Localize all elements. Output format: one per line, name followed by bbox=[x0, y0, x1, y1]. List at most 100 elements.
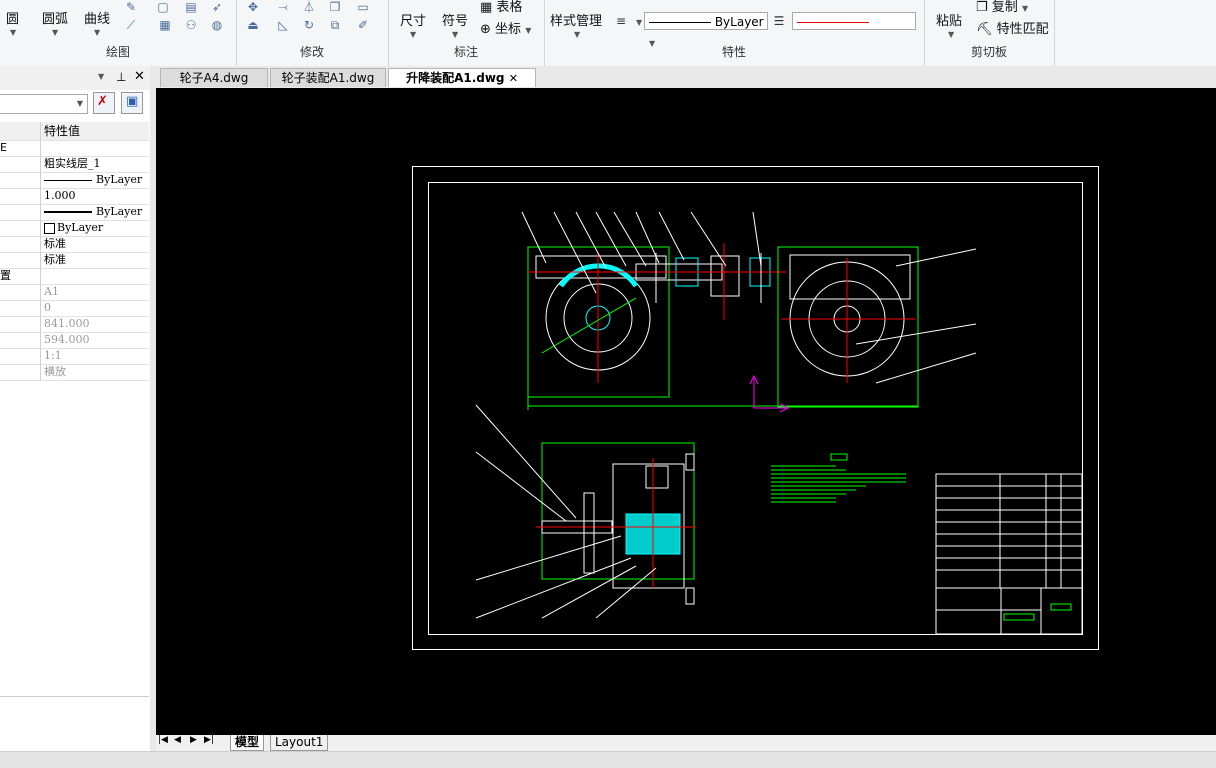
property-value-text: 标准 bbox=[44, 237, 66, 250]
arc-button[interactable]: 圆弧 bbox=[42, 12, 69, 27]
draw-group-label: 绘图 bbox=[105, 45, 130, 59]
dimension-button[interactable]: 尺寸 bbox=[400, 14, 427, 29]
property-value: 标准 bbox=[44, 252, 148, 268]
palette-menu-icon[interactable]: ▼ bbox=[98, 72, 105, 81]
property-row[interactable]: ByLayer bbox=[0, 172, 149, 189]
match-properties-button[interactable]: ⛏ 特性匹配 bbox=[976, 22, 1049, 37]
tab-close-icon[interactable]: ✕ bbox=[508, 72, 518, 85]
property-row[interactable]: ByLayer bbox=[0, 204, 149, 221]
property-row[interactable]: E bbox=[0, 140, 149, 157]
tab-shengjiang-zhuangpei-a1[interactable]: 升降装配A1.dwg ✕ bbox=[388, 68, 536, 87]
drawing-canvas[interactable] bbox=[156, 88, 1216, 735]
property-row[interactable]: 1:1 bbox=[0, 348, 149, 365]
symbol-dropdown-icon[interactable]: ▼ bbox=[452, 30, 459, 39]
tab-layout1[interactable]: Layout1 bbox=[270, 735, 329, 751]
circle-button[interactable]: 圆 bbox=[6, 12, 20, 27]
rectangle-icon[interactable]: ▢ bbox=[157, 0, 169, 14]
lineweight-icon[interactable]: ≡ bbox=[615, 14, 627, 28]
palette-close-icon[interactable]: ✕ bbox=[134, 69, 145, 84]
paste-dropdown-icon[interactable]: ▼ bbox=[948, 30, 955, 39]
arc-dropdown-icon[interactable]: ▼ bbox=[52, 28, 59, 37]
property-row[interactable]: 粗实线层_1 bbox=[0, 156, 149, 173]
color-icon[interactable]: ☰ bbox=[773, 14, 785, 28]
last-layout-icon[interactable]: ▶| bbox=[204, 735, 214, 745]
property-value-text: 841.000 bbox=[44, 317, 90, 330]
tab-model[interactable]: 模型 bbox=[230, 735, 265, 751]
curve-dropdown-icon[interactable]: ▼ bbox=[94, 28, 101, 37]
insert-icon[interactable]: ◍ bbox=[211, 18, 223, 32]
property-value-text: 1.000 bbox=[44, 189, 76, 202]
mirror-icon[interactable]: ⏃ bbox=[302, 0, 315, 14]
palette-splitter[interactable] bbox=[150, 66, 156, 751]
object-type-select[interactable]: ▼ bbox=[0, 94, 88, 114]
stretch-icon[interactable]: ⏏ bbox=[247, 18, 259, 32]
lineweight-dropdown-icon[interactable]: ▼ bbox=[636, 18, 643, 27]
style-manager-button[interactable]: 样式管理 bbox=[550, 14, 603, 29]
property-row[interactable]: 标准 bbox=[0, 252, 149, 269]
copy-object-icon[interactable]: ❐ bbox=[329, 0, 341, 14]
prev-layout-icon[interactable]: ◀ bbox=[174, 735, 181, 745]
offset-icon[interactable]: ▭ bbox=[357, 0, 369, 14]
pin-icon[interactable]: ⊥ bbox=[116, 70, 127, 84]
property-name: 置 bbox=[0, 268, 41, 284]
color-combo[interactable]: ByLayer bbox=[792, 12, 916, 30]
sheet-border-inner bbox=[428, 182, 1083, 635]
pointer-icon[interactable]: ➶ bbox=[211, 0, 223, 14]
leader-lines bbox=[475, 211, 977, 619]
sheet-border-outer bbox=[412, 166, 1099, 650]
select-objects-button[interactable]: ▣ bbox=[121, 92, 143, 114]
line-icon[interactable]: ⟋ bbox=[126, 18, 136, 32]
annotate-group: 尺寸 符号 ▼ ▼ ▦ 表格 ⊕ 坐标 ▼ 标注 bbox=[388, 0, 545, 66]
tab-lunzi-zhuangpei-a1[interactable]: 轮子装配A1.dwg bbox=[270, 68, 386, 87]
move-icon[interactable]: ✥ bbox=[247, 0, 259, 14]
property-row[interactable]: A1 bbox=[0, 284, 149, 301]
annotate-group-label: 标注 bbox=[453, 45, 478, 59]
property-row[interactable]: 横放 bbox=[0, 364, 149, 381]
first-layout-icon[interactable]: |◀ bbox=[158, 735, 168, 745]
array-icon[interactable]: ⧉ bbox=[330, 18, 340, 32]
property-value-text: 横放 bbox=[44, 365, 66, 378]
property-value: 1:1 bbox=[44, 348, 148, 364]
dimension-dropdown-icon[interactable]: ▼ bbox=[410, 30, 417, 39]
group-icon[interactable]: ⚇ bbox=[185, 18, 197, 32]
copy-button[interactable]: ❐ 复制 ▼ bbox=[976, 0, 1029, 15]
rotate-icon[interactable]: ↻ bbox=[303, 18, 315, 32]
scale-icon[interactable]: ◺ bbox=[278, 18, 288, 32]
linetype-combo[interactable]: ByLayer ▼ bbox=[644, 12, 768, 48]
trim-icon[interactable]: ⤙ bbox=[278, 0, 288, 14]
document-tabbar: 轮子A4.dwg 轮子装配A1.dwg 升降装配A1.dwg ✕ bbox=[156, 66, 1216, 89]
tab-lunzi-a4[interactable]: 轮子A4.dwg bbox=[160, 68, 268, 87]
color-swatch-box bbox=[44, 222, 55, 234]
curve-button[interactable]: 曲线 bbox=[84, 12, 111, 27]
property-value-text: 594.000 bbox=[44, 333, 90, 346]
property-row[interactable]: ByLayer bbox=[0, 220, 149, 237]
property-value-text: 标准 bbox=[44, 253, 66, 266]
property-row[interactable]: 0 bbox=[0, 300, 149, 317]
property-name bbox=[0, 284, 41, 300]
coordinate-button[interactable]: ⊕ 坐标 ▼ bbox=[480, 22, 532, 37]
edit-icon[interactable]: ✐ bbox=[357, 18, 369, 32]
status-bar bbox=[0, 751, 1216, 768]
property-value: A1 bbox=[44, 284, 148, 300]
hatch-icon[interactable]: ▦ bbox=[159, 18, 171, 32]
property-value bbox=[44, 140, 148, 156]
property-row[interactable]: 594.000 bbox=[0, 332, 149, 349]
table-button[interactable]: ▦ 表格 bbox=[480, 0, 523, 15]
symbol-button[interactable]: 符号 bbox=[442, 14, 469, 29]
paste-button[interactable]: 粘贴 bbox=[936, 14, 963, 29]
property-name bbox=[0, 252, 41, 268]
circle-dropdown-icon[interactable]: ▼ bbox=[10, 28, 17, 37]
property-row[interactable]: 置 bbox=[0, 268, 149, 285]
next-layout-icon[interactable]: ▶ bbox=[190, 735, 197, 745]
property-row[interactable]: 841.000 bbox=[0, 316, 149, 333]
property-value-text: ByLayer bbox=[96, 173, 143, 186]
property-name bbox=[0, 204, 41, 220]
property-row[interactable]: 标准 bbox=[0, 236, 149, 253]
style-manager-dropdown-icon[interactable]: ▼ bbox=[574, 30, 581, 39]
property-row[interactable]: 1.000 bbox=[0, 188, 149, 205]
block-icon[interactable]: ▤ bbox=[185, 0, 197, 14]
layout-tabbar: |◀ ◀ ▶ ▶| 模型 Layout1 bbox=[156, 735, 1216, 751]
draw-group: 圆 圆弧 曲线 ▼ ▼ ▼ ✎ ⟋ ▢ ▦ ▤ ⚇ ➶ ◍ 绘图 bbox=[0, 0, 237, 66]
quick-select-button[interactable]: ✗ bbox=[93, 92, 115, 114]
pencil-icon[interactable]: ✎ bbox=[125, 0, 137, 14]
